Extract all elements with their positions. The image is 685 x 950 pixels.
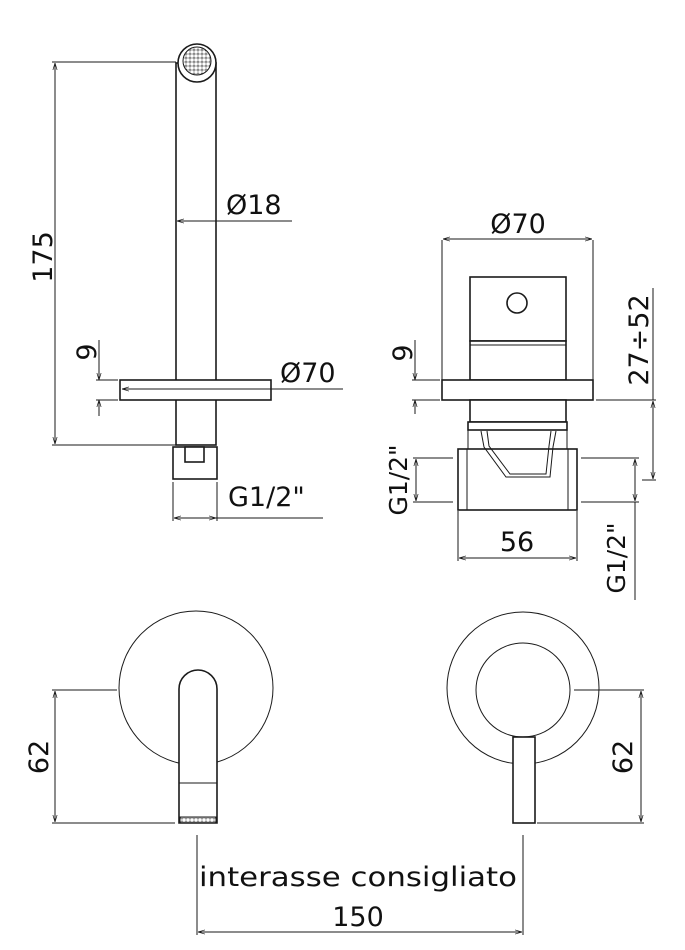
- plate-diameter-label: Ø70: [280, 358, 336, 389]
- valve-side-view: Ø70 9 27÷52 G1/2" G1/2" 56: [384, 209, 656, 600]
- valve-funnel: [480, 430, 557, 478]
- connector-nut: [184, 446, 205, 463]
- height-label: 175: [28, 231, 59, 283]
- connection-label: G1/2": [228, 482, 305, 513]
- valve-body: [457, 448, 578, 511]
- handle-hole: [506, 292, 528, 314]
- body-width-label: 56: [500, 527, 534, 558]
- valve-plate: [441, 379, 594, 401]
- spout-aerator: [179, 816, 217, 824]
- spout-height-label: 62: [24, 740, 55, 774]
- spacing-value: 150: [332, 902, 384, 933]
- mixer-front-view: 62: [446, 611, 644, 824]
- mixer-lever: [512, 736, 536, 824]
- valve-plate-diameter-label: Ø70: [490, 209, 546, 240]
- mixer-handle-ring: [475, 642, 571, 738]
- lever-height-label: 62: [608, 740, 639, 774]
- valve-neck: [469, 399, 567, 423]
- tube-diameter-label: Ø18: [226, 190, 282, 221]
- plate-thickness-label: 9: [72, 343, 103, 360]
- wall-plate: [119, 379, 272, 401]
- spout-side-view: 175 Ø18 9 Ø70 9 G1/2": [28, 43, 343, 521]
- inlet-right-label: G1/2": [602, 522, 631, 593]
- depth-range-label: 27÷52: [624, 294, 655, 385]
- spout-front-view: 62: [24, 610, 274, 824]
- valve-bracket: [467, 421, 568, 431]
- aerator-mesh: [182, 46, 212, 76]
- spacing-dimension: interasse consigliato 150: [196, 835, 524, 935]
- cartridge-body: [469, 340, 567, 381]
- spacing-caption: interasse consigliato: [199, 862, 517, 893]
- spout-front: [178, 669, 218, 824]
- inlet-left-label: G1/2": [384, 444, 413, 515]
- valve-plate-thickness-label: 9: [388, 344, 419, 361]
